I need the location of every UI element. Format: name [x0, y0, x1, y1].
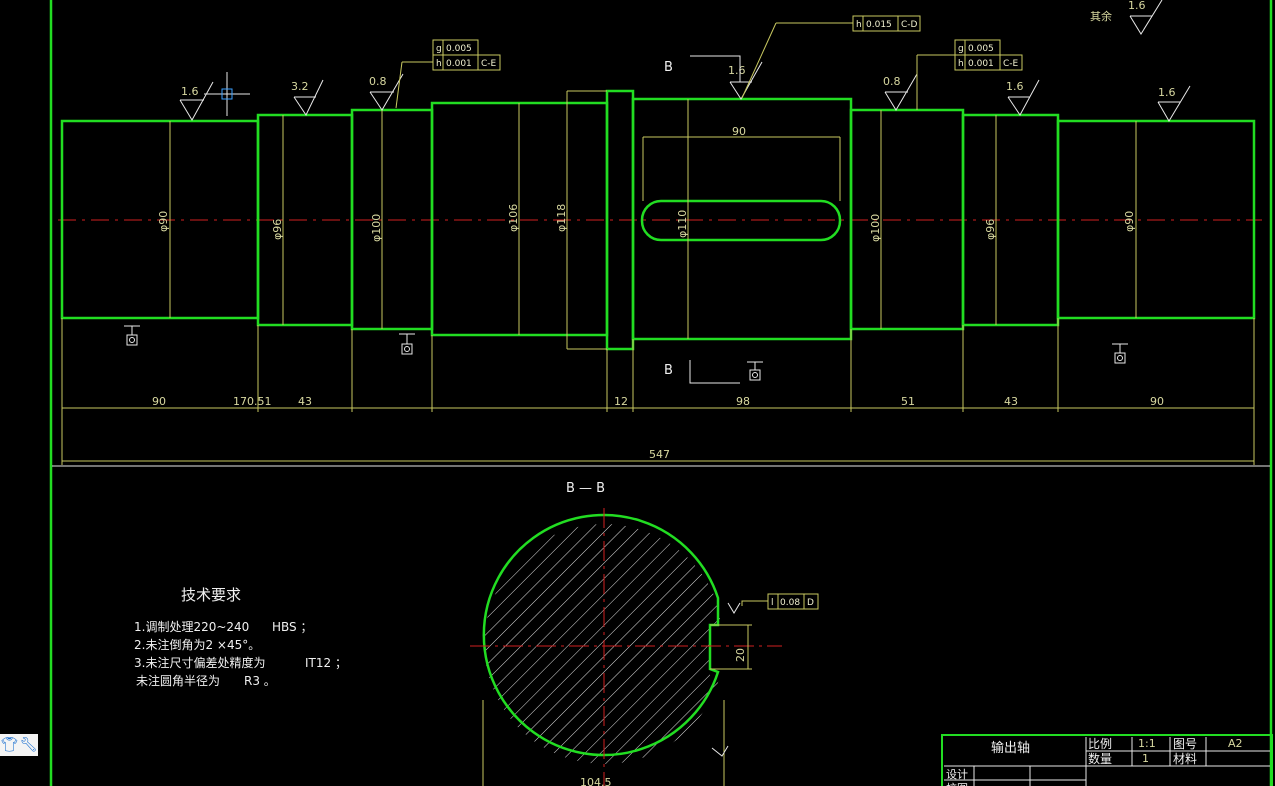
tol-right-h-symbol: h: [958, 59, 964, 69]
tech-line-3: 3.未注尺寸偏差处精度为: [134, 655, 265, 670]
datum-symbols: [124, 325, 1128, 381]
roughness-label-4: 1.6: [728, 64, 746, 77]
length-dimension-lines: [61, 318, 1255, 465]
section-dimensions: [482, 593, 819, 786]
tol-right-g-value: 0.005: [968, 44, 994, 54]
drawing-no-label: 图号: [1173, 737, 1197, 751]
key-depth-label: 20: [734, 648, 747, 662]
section-outline: [482, 513, 720, 757]
wrench-icon[interactable]: 🔧︎: [19, 737, 38, 753]
tol-left-g-value: 0.005: [446, 44, 472, 54]
section-cut-markers: [689, 55, 741, 384]
tol-section-value: 0.08: [780, 598, 800, 608]
tech-line-4-value: R3 。: [244, 674, 276, 688]
shaft-segment-8: [1056, 119, 1256, 320]
tol-section-symbol: l: [771, 598, 774, 608]
roughness-label-6: 1.6: [1006, 80, 1024, 93]
tol-right-h-datum: C-E: [1003, 59, 1019, 69]
length-label-7: 43: [1004, 395, 1018, 408]
overall-length-label: 547: [649, 448, 670, 461]
roughness-label-2: 3.2: [291, 80, 309, 93]
tol-right-g-symbol: g: [958, 44, 964, 54]
tech-line-2: 2.未注倒角为2 ×45°。: [134, 637, 260, 652]
length-label-1: 90: [152, 395, 166, 408]
tol-left-h-datum: C-E: [481, 59, 497, 69]
drawing-no-value: A2: [1228, 737, 1243, 750]
view-label-top: B: [664, 60, 673, 75]
tol-top-datum: C-D: [901, 20, 918, 30]
diameter-label-5: φ118: [555, 204, 568, 232]
crosshair-icon: [204, 72, 250, 116]
section-roughness-symbols: [711, 602, 741, 757]
check-label: 校图: [946, 781, 968, 786]
scale-value: 1:1: [1138, 737, 1156, 750]
tol-top-symbol: h: [856, 20, 862, 30]
tech-line-1: 1.调制处理220~240: [134, 620, 249, 634]
diameter-label-4: φ106: [507, 204, 520, 232]
roughness-label-7: 1.6: [1158, 86, 1176, 99]
length-label-5: 98: [736, 395, 750, 408]
length-label-8: 90: [1150, 395, 1164, 408]
tol-left-h-value: 0.001: [446, 59, 472, 69]
material-label: 材料: [1173, 752, 1197, 766]
corner-roughness-label: 1.6: [1128, 0, 1146, 12]
tol-section-datum: D: [807, 598, 814, 608]
tol-left-g-symbol: g: [436, 44, 442, 54]
corner-note: 其余: [1090, 9, 1112, 23]
roughness-label-1: 1.6: [181, 85, 199, 98]
shaft-outline: [60, 89, 1256, 351]
diameter-label-3: φ100: [370, 214, 383, 242]
section-hatching: [484, 524, 720, 765]
tol-left-h-symbol: h: [436, 59, 442, 69]
roughness-label-5: 0.8: [883, 75, 901, 88]
roughness-symbols: [179, 0, 1191, 122]
tech-line-1-unit: HBS ；: [272, 620, 312, 634]
keyway-slot: [640, 199, 842, 242]
shaft-segment-7: [961, 113, 1060, 327]
title-block: [941, 734, 1273, 786]
tech-line-3-value: IT12 ；: [305, 656, 347, 670]
diameter-label-7: φ100: [869, 214, 882, 242]
section-dim-label: 104.5: [580, 776, 612, 786]
design-label: 设计: [946, 768, 968, 781]
length-label-6: 51: [901, 395, 915, 408]
tol-top-value: 0.015: [866, 20, 892, 30]
length-label-2: 170.51: [233, 395, 272, 408]
roughness-label-3: 0.8: [369, 75, 387, 88]
scale-label: 比例: [1088, 737, 1112, 751]
qty-label: 数量: [1088, 751, 1112, 766]
diameter-label-8: φ96: [984, 219, 997, 240]
length-label-4: 12: [614, 395, 628, 408]
key-length-label: 90: [732, 125, 746, 138]
tech-line-4: 未注圆角半径为: [136, 673, 220, 688]
diameter-dim-lines: [169, 90, 1137, 350]
length-label-3: 43: [298, 395, 312, 408]
diameter-label-6: φ110: [676, 210, 689, 238]
view-label-bottom: B: [664, 363, 673, 378]
tolerance-frames: [395, 15, 1023, 110]
diameter-label-1: φ90: [157, 211, 170, 232]
toolbar-tray: 👕︎ 🔧︎: [0, 734, 38, 756]
diameter-label-9: φ90: [1123, 211, 1136, 232]
tech-title: 技术要求: [181, 586, 241, 604]
diameter-label-2: φ96: [271, 219, 284, 240]
part-name: 输出轴: [991, 740, 1030, 756]
shirt-icon[interactable]: 👕︎: [0, 737, 19, 753]
section-title: B — B: [566, 481, 605, 496]
qty-value: 1: [1142, 752, 1149, 765]
tol-right-h-value: 0.001: [968, 59, 994, 69]
